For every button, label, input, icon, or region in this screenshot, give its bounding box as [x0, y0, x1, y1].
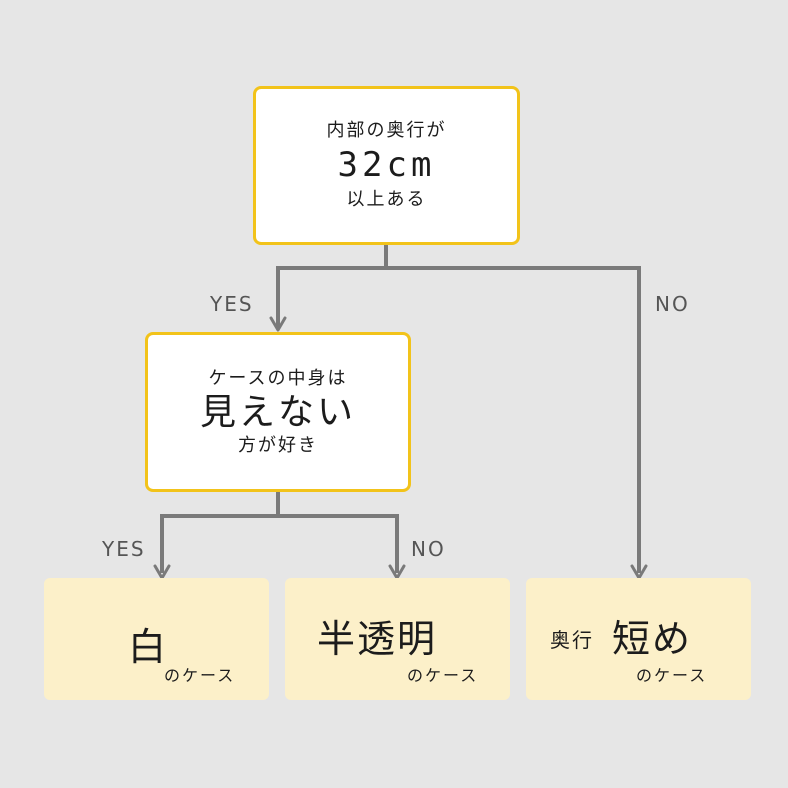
question-visibility-line3: 方が好き: [238, 434, 318, 456]
result-translucent-case: 半透明 のケース: [285, 578, 510, 700]
connector-q2-yes: [160, 491, 280, 573]
result-short-subtitle: のケース: [636, 666, 708, 685]
label-q1-yes: YES: [210, 292, 254, 316]
question-depth-line1: 内部の奥行が: [326, 120, 447, 142]
result-white-title: 白: [128, 625, 169, 669]
result-white-subtitle: のケース: [164, 666, 236, 685]
result-short-case: 奥行 短め のケース: [526, 578, 751, 700]
result-short-title: 短め: [612, 617, 693, 661]
label-q1-no: NO: [655, 292, 690, 316]
result-short-prefix: 奥行: [550, 628, 594, 652]
question-depth-line3: 以上ある: [346, 189, 427, 211]
result-translucent-title: 半透明: [317, 617, 438, 661]
connector-q1-no: [386, 266, 641, 573]
question-depth-box: 内部の奥行が 32cm 以上ある: [253, 86, 520, 245]
connector-q1-yes: [276, 244, 388, 327]
question-visibility-box: ケースの中身は 見えない 方が好き: [145, 332, 411, 492]
label-q2-no: NO: [411, 537, 446, 561]
question-visibility-emphasis: 見えない: [199, 391, 356, 433]
arrowhead-icon: [269, 316, 287, 332]
label-q2-yes: YES: [102, 537, 146, 561]
result-white-case: 白 のケース: [44, 578, 269, 700]
connector-q2-no: [278, 514, 399, 573]
result-translucent-subtitle: のケース: [407, 666, 479, 685]
question-visibility-line1: ケースの中身は: [208, 367, 348, 389]
question-depth-value: 32cm: [337, 144, 436, 185]
